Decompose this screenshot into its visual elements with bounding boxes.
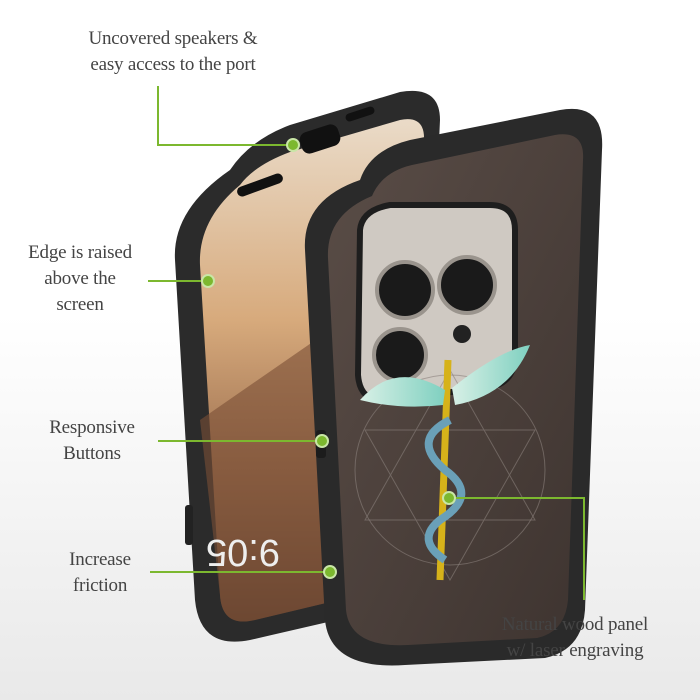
callout-line-wood bbox=[449, 497, 585, 600]
callout-text: Edge is raised bbox=[28, 242, 132, 263]
callout-text: above the bbox=[44, 268, 116, 289]
callout-text: friction bbox=[72, 575, 128, 596]
callout-text: easy access to the port bbox=[90, 54, 256, 75]
callout-dot-wood bbox=[442, 491, 456, 505]
callout-dot-edge bbox=[201, 274, 215, 288]
callout-dot-buttons bbox=[315, 434, 329, 448]
callout-dot-speakers bbox=[286, 138, 300, 152]
callout-text: w/ laser engraving bbox=[506, 640, 644, 661]
callout-text: Responsive bbox=[49, 417, 135, 438]
callout-buttons: Responsive Buttons bbox=[22, 415, 162, 467]
callout-friction: Increase friction bbox=[30, 547, 170, 599]
callout-text: screen bbox=[56, 294, 104, 315]
callout-wood: Natural wood panel w/ laser engraving bbox=[475, 612, 675, 664]
screen-time: 9:05 bbox=[206, 531, 280, 573]
phone-back-view bbox=[304, 108, 603, 666]
callout-text: Uncovered speakers & bbox=[88, 28, 258, 49]
callout-text: Buttons bbox=[63, 443, 121, 464]
callout-dot-friction bbox=[323, 565, 337, 579]
callout-line-speakers bbox=[157, 86, 293, 146]
callout-speakers: Uncovered speakers & easy access to the … bbox=[60, 26, 286, 78]
callout-text: Natural wood panel bbox=[501, 614, 649, 635]
callout-edge: Edge is raised above the screen bbox=[10, 240, 150, 318]
callout-text: Increase bbox=[69, 549, 131, 570]
